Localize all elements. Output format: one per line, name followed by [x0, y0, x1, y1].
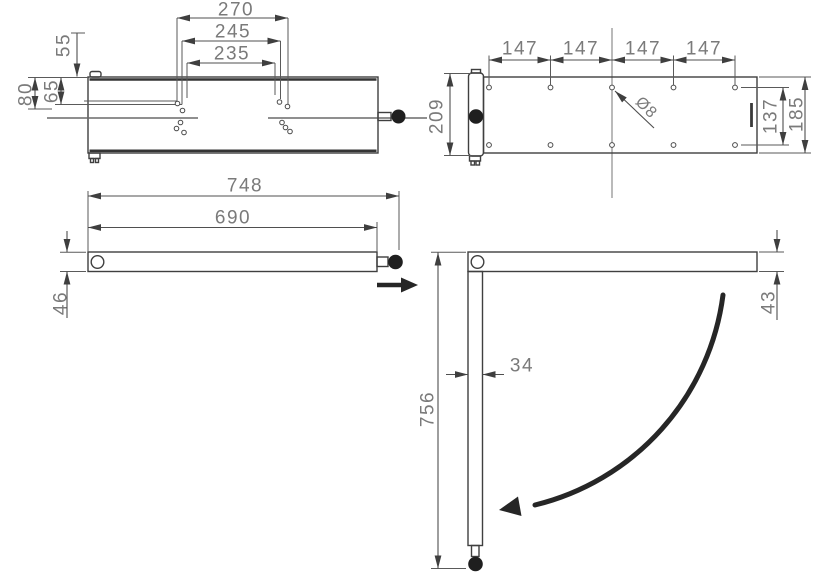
housing-foot	[88, 152, 101, 160]
end-cap-foot	[468, 155, 482, 162]
hole	[173, 125, 180, 132]
arrow-head	[401, 277, 418, 293]
hook-holes-left	[173, 100, 187, 136]
hole	[732, 84, 738, 91]
dim-80: 80	[16, 77, 88, 110]
arm-shaft	[470, 544, 480, 558]
hole	[486, 84, 492, 91]
dimension-label: 43	[759, 290, 780, 314]
bolt-holes-top-row	[486, 84, 738, 91]
end-cap-foot-leg	[475, 160, 481, 166]
housing-foot-leg	[94, 157, 100, 164]
housing-foot-leg	[89, 157, 95, 164]
dim-245: 245	[181, 22, 281, 105]
dim-748: 748	[87, 176, 400, 252]
pivot-hole	[90, 254, 105, 269]
dimension-label: 690	[215, 208, 251, 229]
axle-knob-ball	[391, 109, 406, 124]
dimension-label: 245	[215, 22, 251, 43]
dims-arm-side: 748 690 46	[51, 176, 400, 318]
dimension-label: 80	[16, 82, 37, 106]
dim-235: 235	[186, 44, 276, 98]
end-cap-tab	[470, 68, 482, 74]
dim-147-chain: 147 147 147 147	[488, 39, 736, 85]
hook-holes-right	[276, 99, 293, 135]
arm-knob-ball	[388, 254, 403, 270]
hole	[547, 142, 554, 148]
hole	[547, 84, 554, 91]
hole	[276, 99, 283, 105]
dimension-label: Ø8	[632, 94, 661, 123]
pull-direction-arrow	[377, 277, 418, 293]
dimension-label: 209	[427, 98, 448, 134]
arm-bar	[87, 251, 378, 273]
hole	[177, 119, 184, 126]
dim-46: 46	[51, 231, 86, 318]
dimension-label: 147	[563, 39, 599, 60]
dimension-label: 185	[787, 96, 808, 132]
dim-34: 34	[446, 356, 534, 378]
dimension-label: 748	[227, 176, 263, 197]
housing-top-outline	[482, 76, 758, 154]
dimension-label: 147	[625, 39, 661, 60]
dims-arm-swing: 43 34 756	[418, 230, 784, 569]
hole	[670, 84, 677, 91]
dimension-label: 46	[51, 291, 72, 315]
hole	[284, 103, 291, 110]
dimension-label: 55	[54, 33, 75, 57]
end-cap-knob	[468, 109, 484, 124]
view-housing-top	[467, 28, 758, 198]
dim-185: 185	[759, 76, 811, 154]
swing-arrow-head	[499, 496, 522, 516]
dim-137: 137	[741, 87, 789, 146]
arm-knob-ball	[468, 556, 483, 572]
dimension-label: 147	[502, 39, 538, 60]
dim-hole-diameter: Ø8	[614, 90, 661, 129]
hole	[279, 119, 285, 126]
hole	[670, 142, 677, 148]
hole	[609, 142, 615, 148]
dim-756: 756	[418, 251, 466, 569]
dim-55: 55	[54, 32, 85, 77]
dimension-label: 65	[42, 79, 63, 103]
dimension-label: 147	[686, 39, 722, 60]
dim-690: 690	[88, 208, 378, 252]
axle-shaft	[377, 111, 392, 122]
arm-vertical-bar	[467, 270, 484, 547]
swing-arc	[532, 292, 726, 508]
view-housing-side	[47, 70, 427, 164]
hole	[181, 129, 187, 136]
end-cap-foot-leg	[470, 160, 476, 166]
hole	[486, 142, 492, 148]
arm-horizontal-bar	[467, 251, 758, 273]
pivot-hole	[470, 254, 485, 269]
arm-shaft	[376, 256, 389, 268]
leader-line	[614, 90, 655, 129]
bolt-holes-bottom-row	[486, 142, 738, 148]
hole	[287, 128, 293, 135]
housing-body-outline	[87, 76, 379, 154]
housing-top-tab	[89, 70, 102, 78]
dims-housing-side: 270 245 235 55 80 65	[16, 0, 289, 110]
view-arm-swing	[467, 251, 758, 572]
dim-65: 65	[42, 77, 84, 105]
hole	[732, 142, 738, 148]
hole	[282, 124, 289, 131]
dim-270: 270	[176, 0, 289, 104]
hole	[609, 84, 615, 91]
dimension-label: 235	[214, 44, 250, 65]
dim-43: 43	[759, 230, 784, 320]
dimension-label: 756	[418, 391, 439, 427]
dimension-label: 34	[510, 356, 534, 377]
view-arm-side	[87, 251, 418, 293]
hole	[174, 100, 181, 107]
swing-rotation-arrow	[499, 292, 726, 516]
dimension-label: 270	[218, 0, 254, 21]
dim-209: 209	[427, 73, 471, 156]
hole	[179, 107, 186, 114]
dims-housing-top: 147 147 147 147 209 137 185 Ø8	[427, 39, 811, 156]
dimension-label: 137	[761, 98, 782, 134]
